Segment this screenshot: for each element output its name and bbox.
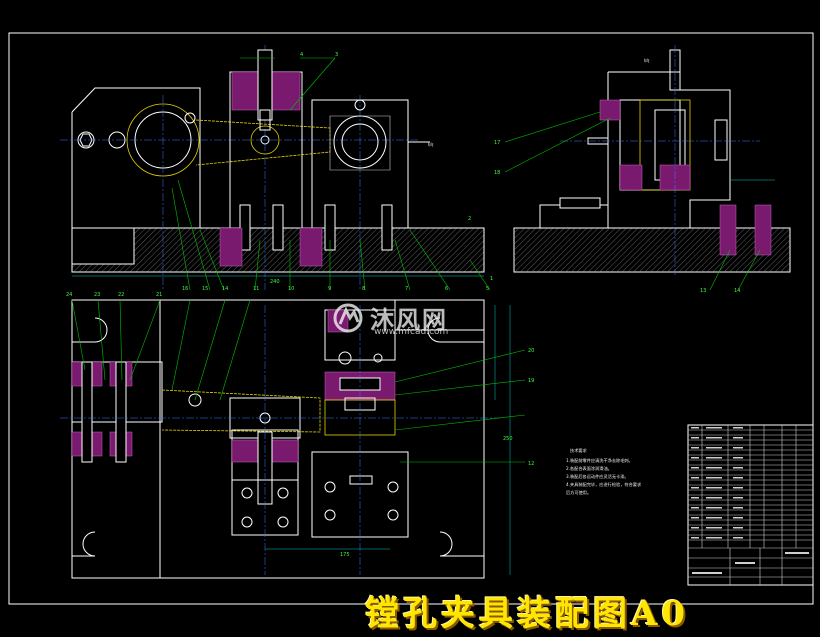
- dim-overall-length: 240: [270, 279, 280, 285]
- svg-text:11: 11: [253, 286, 259, 292]
- svg-text:23: 23: [94, 292, 100, 298]
- front-view: I向 240: [60, 45, 491, 291]
- side-view: I向: [504, 45, 791, 291]
- tech-notes-heading: 技术要求: [570, 447, 588, 454]
- svg-text:13: 13: [700, 288, 706, 294]
- drawing-border: [8, 32, 814, 605]
- direction-label-side: I向: [644, 57, 649, 63]
- drawing-title: 镗孔夹具装配图A0: [365, 594, 690, 634]
- svg-text:14: 14: [734, 288, 740, 294]
- parts-list-table: [687, 424, 814, 586]
- tech-notes: 技术要求 1.装配前零件应清洗干净去除毛刺。 2.各配合表面涂润滑油。 3.装配…: [566, 447, 642, 496]
- svg-text:7: 7: [405, 286, 408, 292]
- svg-text:21: 21: [156, 292, 162, 298]
- svg-text:14: 14: [222, 286, 228, 292]
- svg-text:22: 22: [118, 292, 124, 298]
- svg-text:20: 20: [528, 348, 534, 354]
- svg-text:4: 4: [300, 52, 303, 58]
- svg-text:8: 8: [362, 286, 365, 292]
- svg-text:18: 18: [494, 170, 500, 176]
- callouts-side: 17 18 13 14: [494, 140, 740, 294]
- callouts-plan: 24 23 22 21 20 19 12: [66, 292, 534, 467]
- watermark-main-text: 沐风网: [370, 306, 448, 334]
- svg-text:9: 9: [328, 286, 331, 292]
- svg-text:6: 6: [445, 286, 448, 292]
- tech-note-line: 4.夹具装配完毕，应进行检验，符合要求: [566, 481, 642, 488]
- tech-note-line: 2.各配合表面涂润滑油。: [566, 465, 612, 472]
- svg-text:12: 12: [528, 461, 534, 467]
- svg-text:16: 16: [182, 286, 188, 292]
- callouts-top: 16 15 14 11 10 9 8 7 6 5 4 3 2 1: [182, 52, 493, 292]
- watermark-url-text: www.mfcad.com: [374, 327, 449, 337]
- svg-text:2: 2: [468, 216, 471, 222]
- direction-label-front: I向: [428, 141, 433, 147]
- svg-text:10: 10: [288, 286, 294, 292]
- svg-text:15: 15: [202, 286, 208, 292]
- tech-note-line: 3.装配后各运动件应灵活无卡滞。: [566, 473, 629, 480]
- svg-text:17: 17: [494, 140, 500, 146]
- svg-text:19: 19: [528, 378, 534, 384]
- dim-lower-height: 250: [503, 436, 513, 442]
- tech-note-line: 1.装配前零件应清洗干净去除毛刺。: [566, 457, 633, 464]
- mfcad-logo-icon: [333, 303, 363, 333]
- plan-view: 175 250: [60, 299, 526, 579]
- watermark: 沐风网 www.mfcad.com: [330, 298, 500, 342]
- tech-note-line: 后方可使用。: [566, 489, 591, 496]
- svg-text:5: 5: [486, 286, 489, 292]
- svg-text:3: 3: [335, 52, 338, 58]
- dim-lower-width: 175: [340, 552, 350, 558]
- svg-text:1: 1: [490, 276, 493, 282]
- svg-text:24: 24: [66, 292, 72, 298]
